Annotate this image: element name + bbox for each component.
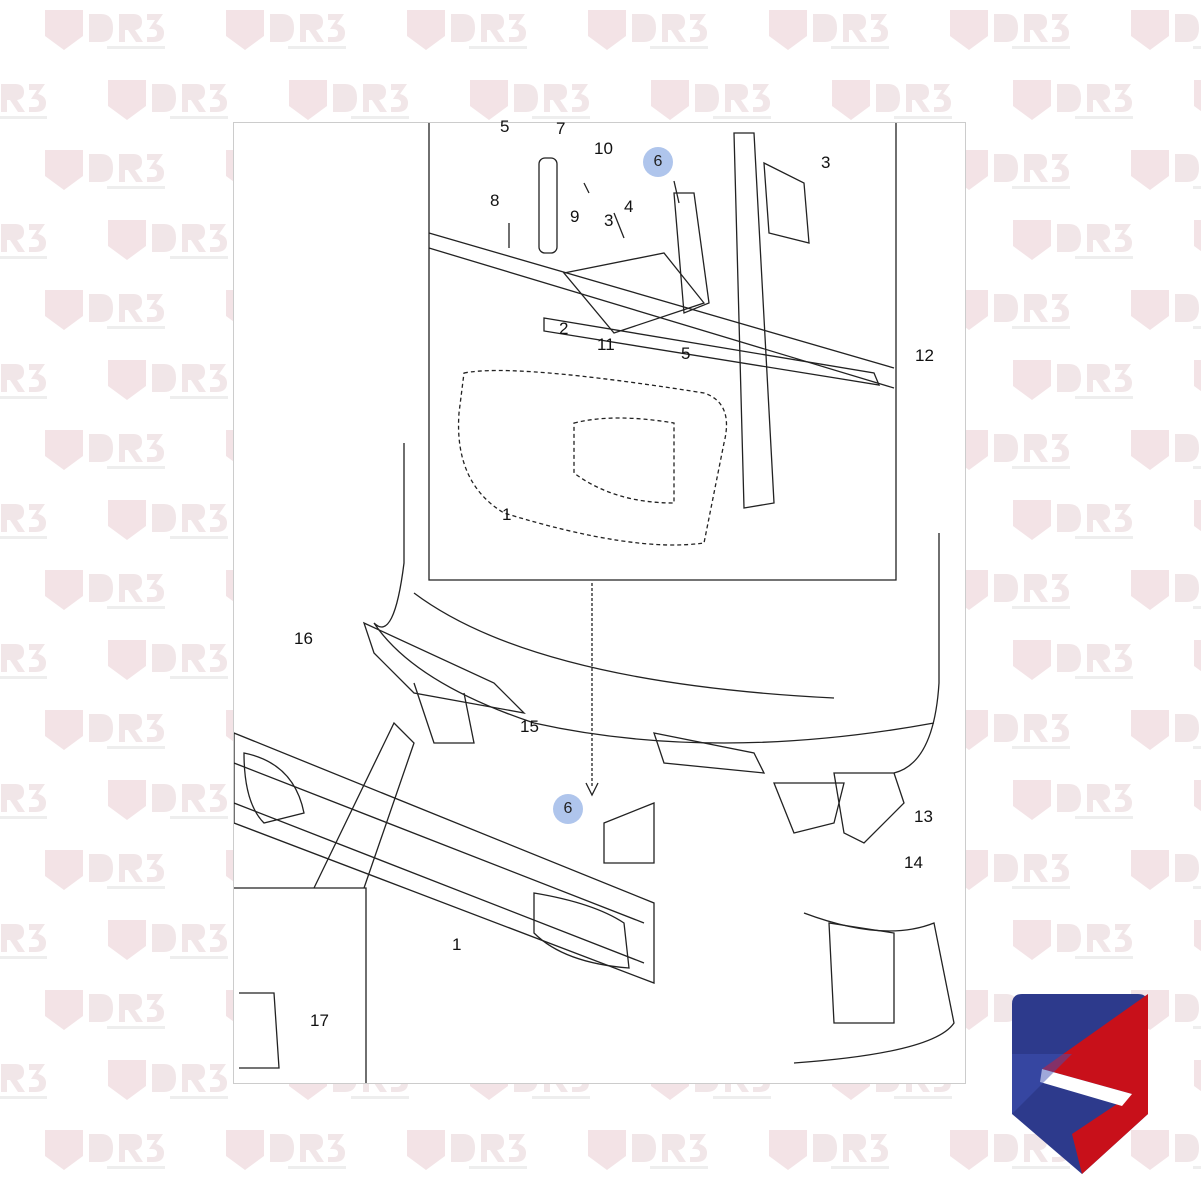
diagram-drawing	[234, 123, 955, 1083]
watermark-tile	[108, 80, 228, 120]
watermark-tile	[950, 1130, 1070, 1170]
watermark-tile	[45, 850, 165, 890]
watermark-tile	[108, 780, 228, 820]
watermark-tile	[108, 500, 228, 540]
dr3-logo	[1012, 994, 1148, 1174]
watermark-tile	[45, 710, 165, 750]
part-label: 15	[520, 717, 539, 736]
part-label: 11	[597, 335, 615, 354]
watermark-tile	[1131, 150, 1201, 190]
watermark-tile	[108, 640, 228, 680]
watermark-tile	[470, 80, 590, 120]
watermark-tile	[108, 1060, 228, 1100]
watermark-tile	[1013, 780, 1133, 820]
watermark-tile	[45, 990, 165, 1030]
watermark-tile	[950, 570, 1070, 610]
watermark-tile	[1194, 220, 1201, 252]
watermark-tile	[588, 10, 708, 50]
watermark-tile	[289, 80, 409, 120]
watermark-tile	[1131, 1130, 1201, 1170]
watermark-tile	[407, 1130, 527, 1170]
watermark-tile	[108, 360, 228, 400]
part-label: 17	[310, 1011, 329, 1030]
watermark-tile	[1194, 780, 1201, 812]
part-label: 1	[502, 505, 512, 524]
watermark-tile	[0, 924, 47, 959]
callout-badge: 6	[553, 794, 583, 824]
part-label: 8	[490, 191, 500, 210]
watermark-tile	[226, 10, 346, 50]
watermark-tile	[45, 290, 165, 330]
watermark-tile	[108, 220, 228, 260]
watermark-tile	[1194, 360, 1201, 392]
watermark-tile	[0, 784, 47, 819]
part-label: 5	[500, 117, 510, 136]
watermark-tile	[1013, 920, 1133, 960]
watermark-tile	[108, 920, 228, 960]
part-label: 10	[594, 139, 613, 158]
watermark-tile	[1131, 290, 1201, 330]
watermark-tile	[1194, 500, 1201, 532]
watermark-tile	[950, 710, 1070, 750]
watermark-tile	[0, 84, 47, 119]
part-label: 14	[904, 853, 923, 872]
part-label: 2	[559, 319, 569, 338]
watermark-tile	[1013, 640, 1133, 680]
watermark-tile	[769, 1130, 889, 1170]
part-label: 12	[915, 346, 934, 365]
watermark-tile	[407, 10, 527, 50]
part-label: 9	[570, 207, 580, 226]
part-label: 5	[681, 344, 691, 363]
watermark-tile	[0, 644, 47, 679]
watermark-tile	[950, 290, 1070, 330]
watermark-tile	[0, 364, 47, 399]
watermark-tile	[1131, 10, 1201, 50]
parts-diagram: 5 7 10 8 9 3 4 3 2 11 5 12 1 16 15 13 14…	[233, 117, 966, 1084]
watermark-tile	[588, 1130, 708, 1170]
watermark-tile	[950, 430, 1070, 470]
watermark-tile	[950, 10, 1070, 50]
watermark-tile	[950, 150, 1070, 190]
part-label: 16	[294, 629, 313, 648]
part-label: 1	[452, 935, 462, 954]
part-label: 3	[821, 153, 831, 172]
watermark-tile	[769, 10, 889, 50]
watermark-tile	[950, 850, 1070, 890]
watermark-tile	[1013, 220, 1133, 260]
part-label: 7	[556, 119, 566, 138]
part-label: 3	[604, 211, 614, 230]
watermark-tile	[1013, 360, 1133, 400]
watermark-tile	[1194, 920, 1201, 952]
watermark-tile	[1131, 430, 1201, 470]
watermark-tile	[45, 570, 165, 610]
watermark-tile	[0, 224, 47, 259]
watermark-tile	[832, 80, 952, 120]
watermark-tile	[1194, 1060, 1201, 1092]
callout-badge: 6	[643, 147, 673, 177]
watermark-tile	[0, 504, 47, 539]
watermark-tile	[45, 10, 165, 50]
watermark-tile	[1131, 710, 1201, 750]
part-label: 4	[624, 197, 634, 216]
watermark-tile	[651, 80, 771, 120]
watermark-tile	[1131, 570, 1201, 610]
watermark-tile	[45, 430, 165, 470]
watermark-tile	[226, 1130, 346, 1170]
watermark-tile	[0, 1064, 47, 1099]
watermark-tile	[1013, 500, 1133, 540]
watermark-tile	[1194, 640, 1201, 672]
watermark-tile	[1131, 850, 1201, 890]
watermark-tile	[45, 1130, 165, 1170]
watermark-tile	[1013, 80, 1133, 120]
part-label: 13	[914, 807, 933, 826]
watermark-tile	[1194, 80, 1201, 112]
watermark-tile	[45, 150, 165, 190]
